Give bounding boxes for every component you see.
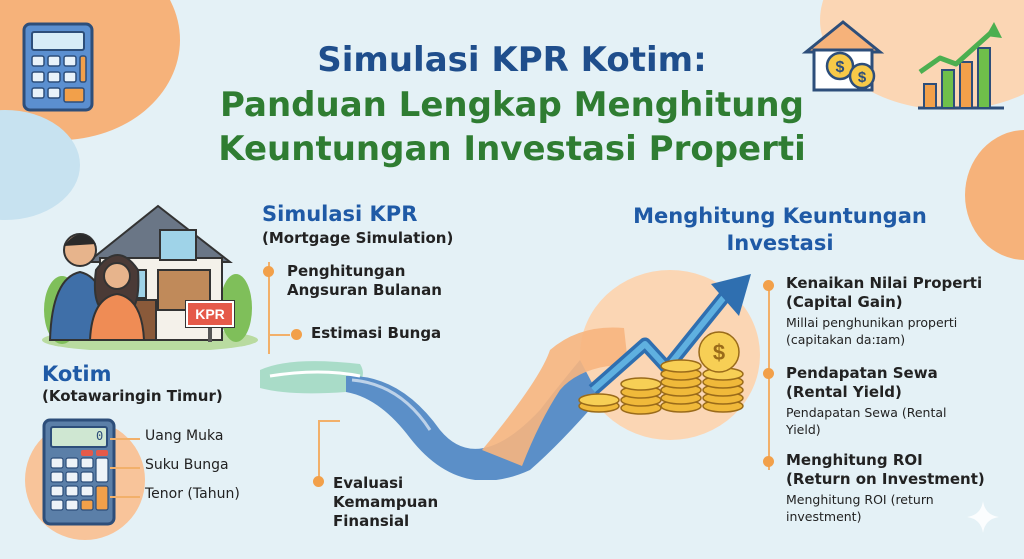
input-label-down-payment: Uang Muka bbox=[145, 428, 224, 444]
timeline-dot bbox=[763, 456, 774, 467]
simulation-item-interest-estimate: Estimasi Bunga bbox=[311, 324, 442, 342]
page-title: Simulasi KPR Kotim: bbox=[317, 40, 707, 80]
timeline-dot bbox=[263, 266, 274, 277]
connector-line bbox=[110, 467, 140, 469]
profit-item-heading: (Rental Yield) bbox=[786, 383, 902, 401]
simulation-item-line: Angsuran Bulanan bbox=[287, 281, 442, 299]
location-full-name: (Kotawaringin Timur) bbox=[42, 387, 223, 405]
flow-ribbon bbox=[260, 327, 628, 480]
profit-item-roi: Menghitung ROI (Return on Investment) Me… bbox=[786, 451, 1016, 525]
profit-item-description: Yield) bbox=[786, 422, 821, 437]
timeline-dot bbox=[313, 476, 324, 487]
location-title: Kotim bbox=[42, 362, 112, 386]
house-family-illustration bbox=[42, 204, 258, 350]
svg-text:$: $ bbox=[713, 340, 725, 365]
profit-item-description: Pendapatan Sewa (Rental bbox=[786, 405, 947, 420]
simulation-item-monthly-installment: Penghitungan Angsuran Bulanan bbox=[287, 262, 442, 300]
svg-text:$: $ bbox=[858, 69, 867, 86]
timeline-dot bbox=[763, 280, 774, 291]
simulation-section-subtitle: (Mortgage Simulation) bbox=[262, 229, 454, 247]
simulation-item-financial-evaluation: Evaluasi Kemampuan Finansial bbox=[333, 474, 438, 531]
timeline-line bbox=[268, 262, 270, 354]
connector-line bbox=[268, 334, 290, 336]
timeline-line bbox=[318, 420, 320, 480]
profit-item-heading: Pendapatan Sewa bbox=[786, 364, 938, 382]
profit-item-capital-gain: Kenaikan Nilai Properti (Capital Gain) M… bbox=[786, 274, 1016, 348]
profit-item-description: (capitakan da:ɪam) bbox=[786, 332, 906, 347]
coins-growth-illustration: $ bbox=[578, 274, 751, 415]
profit-item-description: Millai penghunikan properti bbox=[786, 315, 958, 330]
simulation-item-line: Kemampuan bbox=[333, 493, 439, 511]
profit-title-line: Menghitung Keuntungan bbox=[633, 204, 927, 228]
connector-line bbox=[318, 420, 340, 422]
profit-item-heading: (Capital Gain) bbox=[786, 293, 903, 311]
bar-chart-growth-icon bbox=[918, 22, 1004, 110]
connector-line bbox=[110, 496, 140, 498]
timeline-dot bbox=[291, 329, 302, 340]
simulation-section-title: Simulasi KPR bbox=[262, 202, 418, 226]
simulation-item-line: Finansial bbox=[333, 512, 410, 530]
page-subtitle-2: Keuntungan Investasi Properti bbox=[218, 129, 806, 169]
profit-section-title: Menghitung Keuntungan Investasi bbox=[600, 203, 960, 257]
profit-item-description: Menghitung ROI (return bbox=[786, 492, 934, 507]
profit-item-description: investment) bbox=[786, 509, 862, 524]
profit-item-rental-yield: Pendapatan Sewa (Rental Yield) Pendapata… bbox=[786, 364, 1016, 438]
profit-item-heading: Menghitung ROI bbox=[786, 451, 923, 469]
sparkle-icon bbox=[967, 501, 999, 533]
svg-text:$: $ bbox=[836, 59, 845, 76]
page-subtitle: Panduan Lengkap Menghitung bbox=[220, 85, 804, 125]
timeline-dot bbox=[763, 368, 774, 379]
calculator-icon bbox=[22, 22, 94, 112]
profit-item-heading: Kenaikan Nilai Properti bbox=[786, 274, 983, 292]
input-label-tenor: Tenor (Tahun) bbox=[145, 486, 240, 502]
profit-item-heading: (Return on Investment) bbox=[786, 470, 985, 488]
simulation-item-line: Evaluasi bbox=[333, 474, 404, 492]
house-dollar-icon: $ $ bbox=[801, 20, 885, 92]
simulation-item-line: Penghitungan bbox=[287, 262, 406, 280]
connector-line bbox=[110, 438, 140, 440]
calculator-display-value: 0 bbox=[96, 429, 104, 443]
kpr-sign: KPR bbox=[185, 300, 235, 328]
calculator-detailed-icon bbox=[42, 418, 116, 526]
input-label-interest-rate: Suku Bunga bbox=[145, 457, 229, 473]
profit-title-line: Investasi bbox=[726, 231, 834, 255]
